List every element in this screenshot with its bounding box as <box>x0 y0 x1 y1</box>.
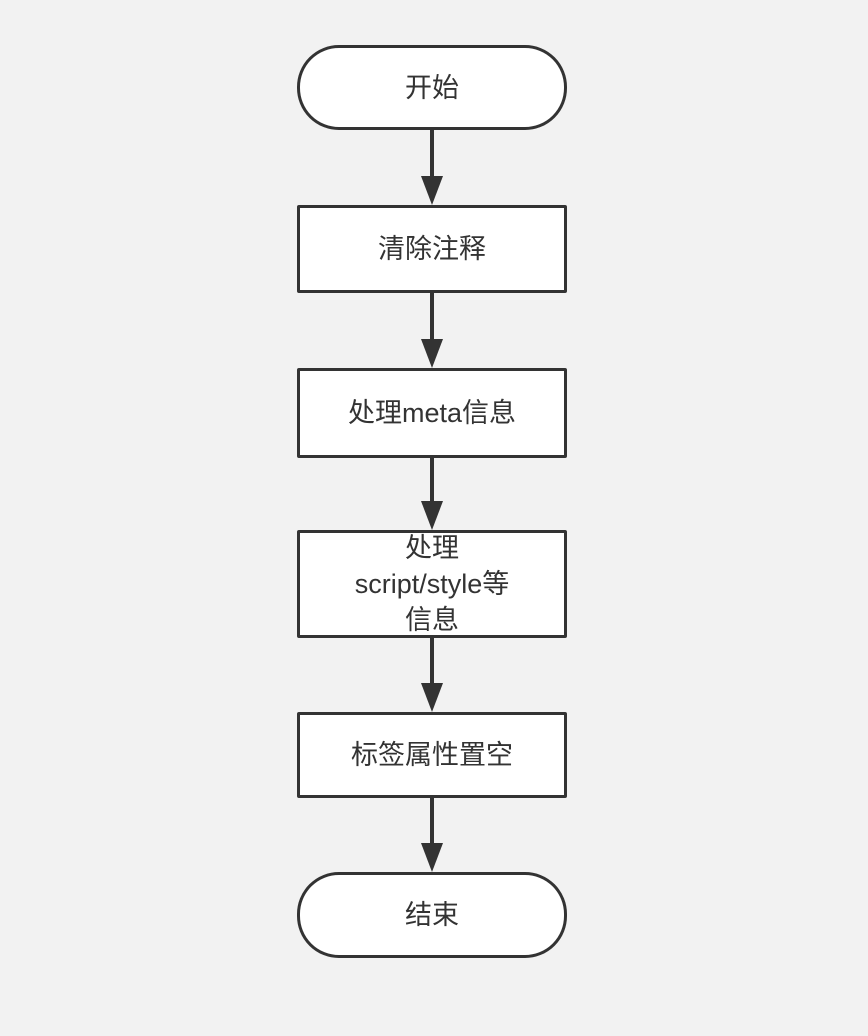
flow-arrow-4 <box>421 638 443 712</box>
node-clear-tag-attributes: 标签属性置空 <box>297 712 567 798</box>
arrow-shaft <box>430 638 434 683</box>
arrow-shaft <box>430 293 434 339</box>
node-end: 结束 <box>297 872 567 958</box>
flow-arrow-1 <box>421 130 443 205</box>
flowchart-column: 开始 清除注释 处理meta信息 处理 script/style等 信息 标签属… <box>297 45 567 958</box>
arrowhead-down-icon <box>421 843 443 872</box>
arrow-shaft <box>430 130 434 176</box>
arrowhead-down-icon <box>421 501 443 530</box>
flow-arrow-5 <box>421 798 443 872</box>
arrowhead-down-icon <box>421 176 443 205</box>
arrowhead-down-icon <box>421 683 443 712</box>
flow-arrow-3 <box>421 458 443 530</box>
arrow-shaft <box>430 458 434 501</box>
arrowhead-down-icon <box>421 339 443 368</box>
node-start: 开始 <box>297 45 567 130</box>
arrow-shaft <box>430 798 434 843</box>
flow-arrow-2 <box>421 293 443 368</box>
node-process-meta: 处理meta信息 <box>297 368 567 458</box>
node-clear-comments: 清除注释 <box>297 205 567 293</box>
node-process-script-style: 处理 script/style等 信息 <box>297 530 567 638</box>
